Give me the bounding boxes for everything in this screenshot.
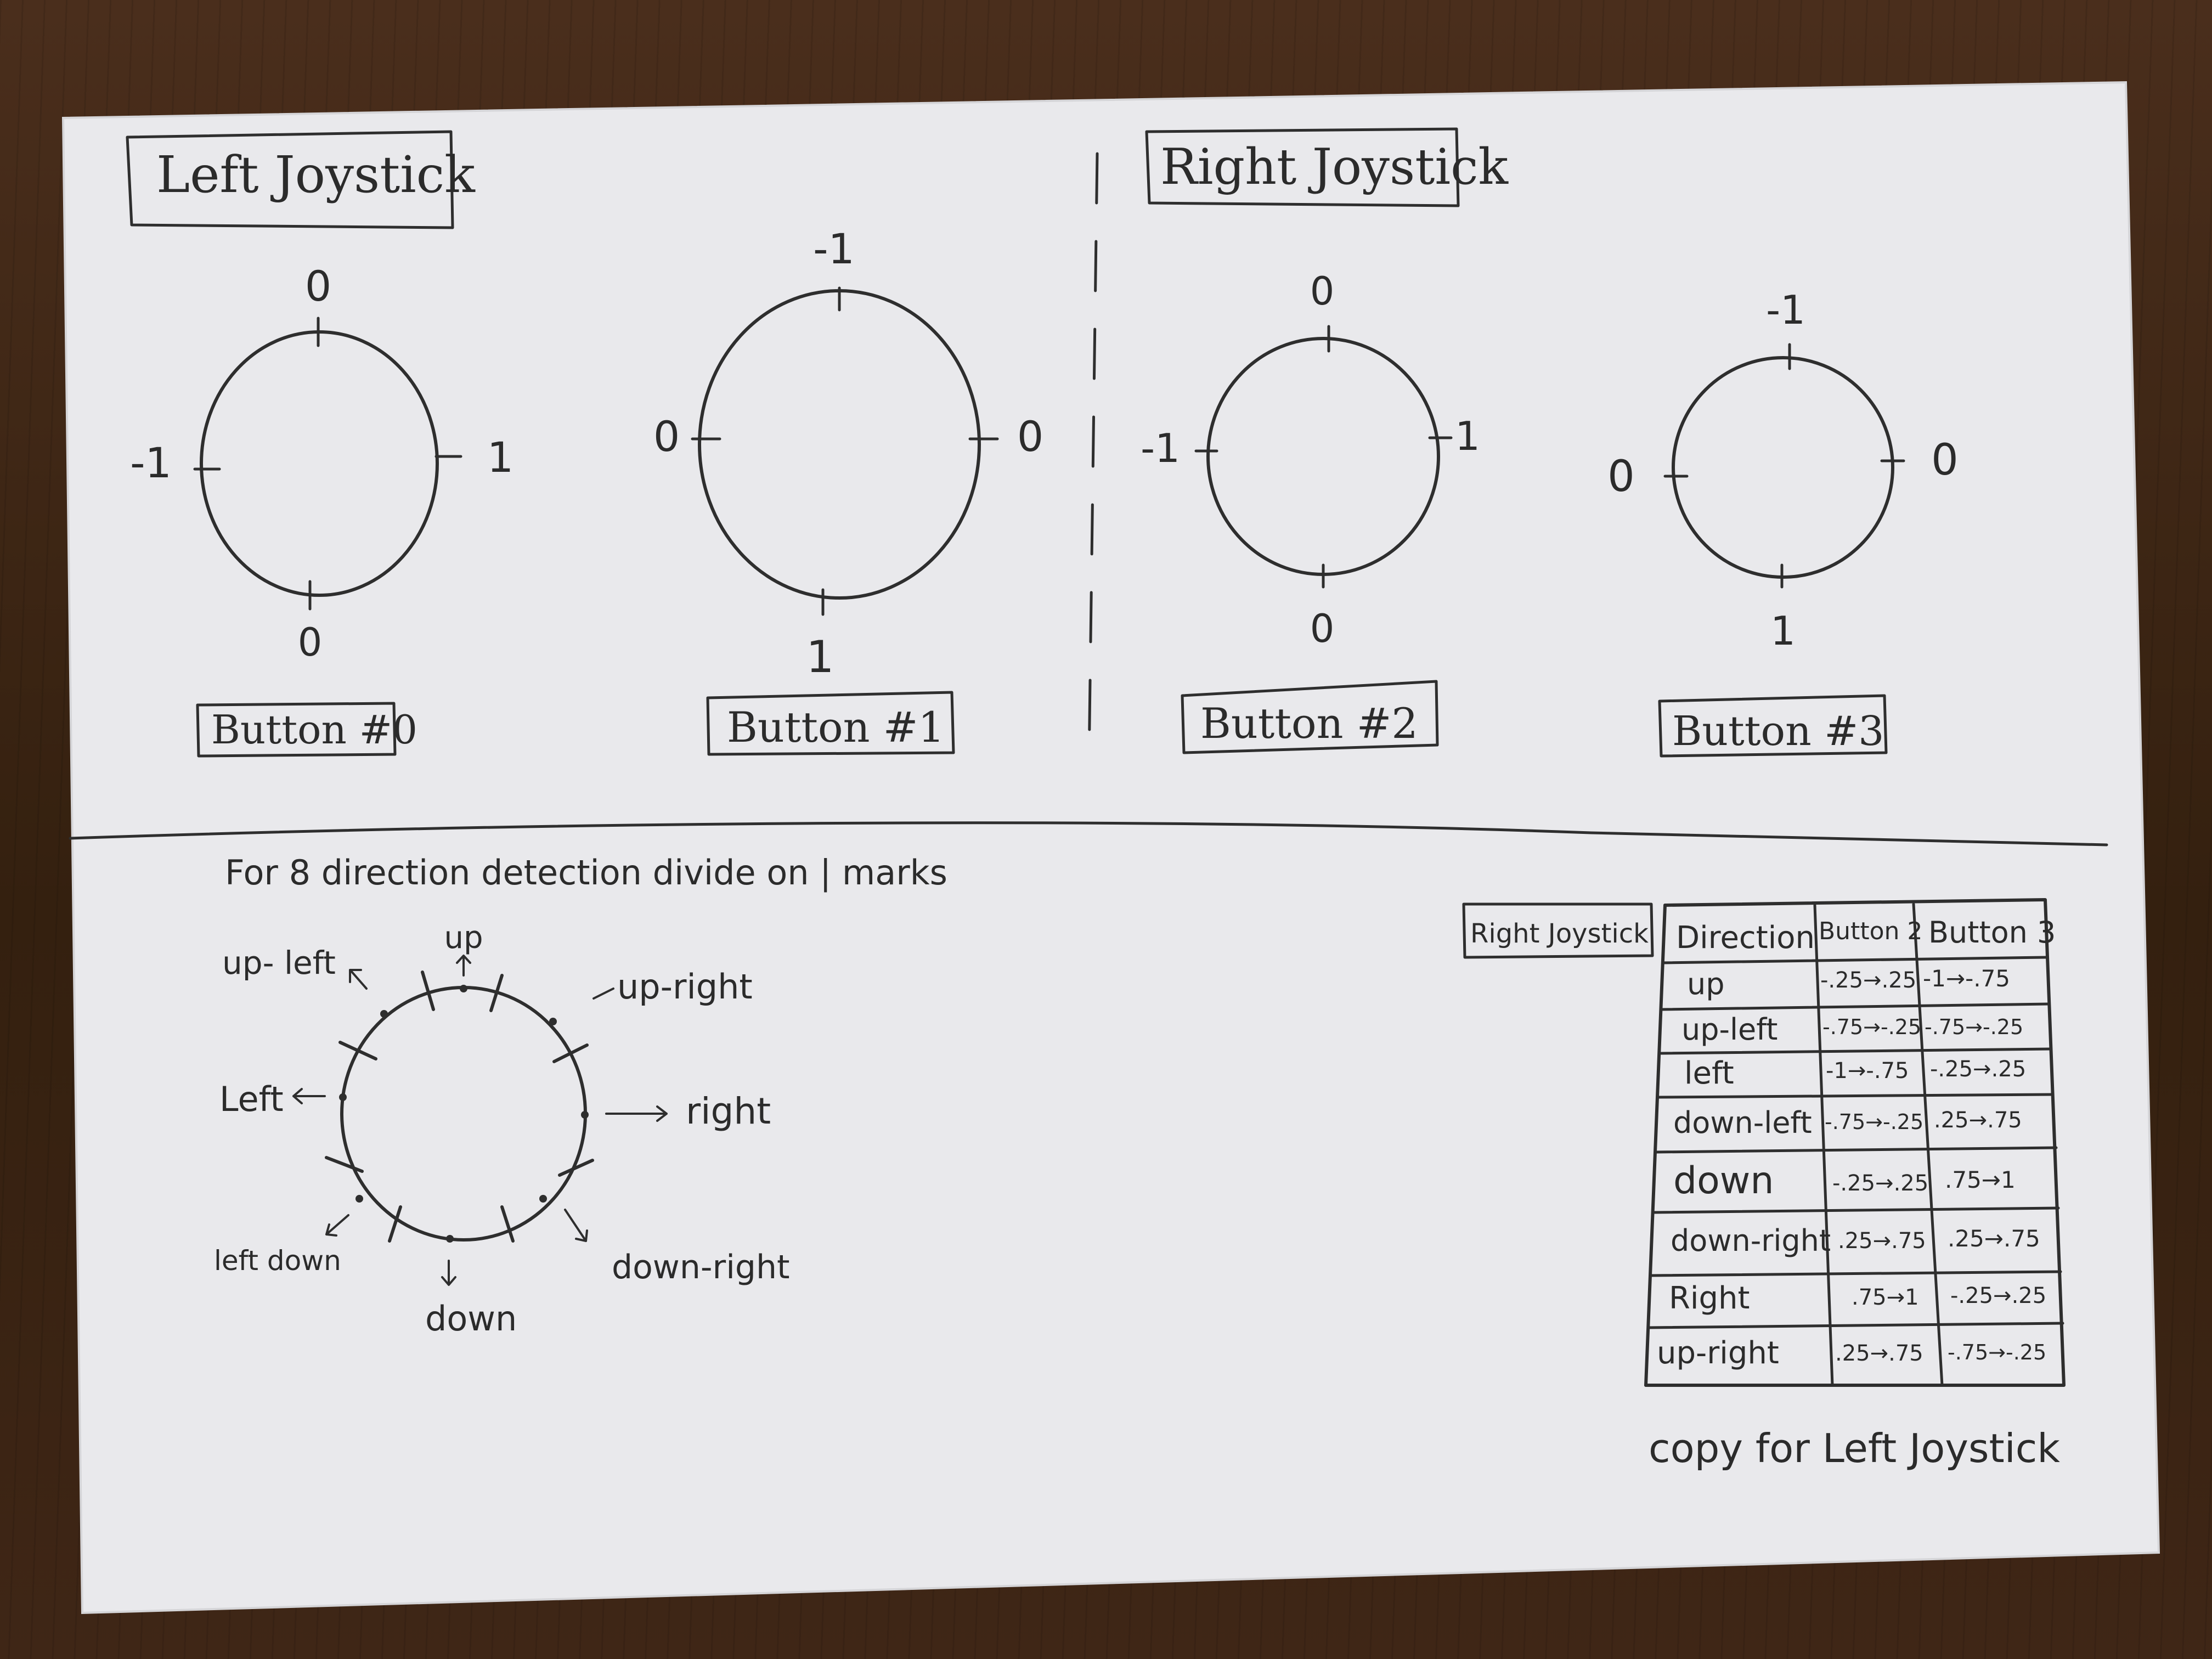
right-joystick-title-text: Right Joystick [1160,138,1509,196]
table-row-3-button-3: .25→.75 [1934,1108,2022,1133]
table-row-5-button-2: .25→.75 [1838,1228,1926,1254]
table-row-1-button-3: -.75→-.25 [1925,1015,2023,1039]
table-row-7-button-2: .25→.75 [1835,1341,1923,1366]
table-row-3-button-2: -.75→-.25 [1825,1110,1923,1134]
table-row-7-button-3: -.75→-.25 [1948,1340,2046,1364]
table-row-0-button-2: -.25→.25 [1820,968,1916,993]
circle-3-left-label: 0 [1607,452,1635,501]
eight-direction-note: For 8 direction detection divide on | ma… [225,853,947,893]
circle-2-top-label: 0 [1310,269,1335,314]
table-side-label: Right Joystick [1470,918,1649,949]
table-row-1-button-2: -.75→-.25 [1822,1015,1921,1039]
circle-0-right-label: 1 [487,433,514,482]
section-separator-vertical [1087,152,1099,764]
circle-2-right-label: 1 [1455,413,1480,459]
circle-button-3: -1 1 0 0 Button #3 [1607,287,1959,758]
direction-up-right-label: up-right [617,967,753,1007]
left-joystick-title-text: Left Joystick [156,145,476,204]
table-row-0-button-3: -1→-.75 [1923,965,2010,992]
circle-2-left-label: -1 [1141,425,1180,471]
circle-0-left-label: -1 [130,438,172,487]
direction-left-down-label: left down [214,1245,341,1277]
table-row-6-button-3: -.25→.25 [1950,1283,2046,1308]
table-header-button-3: Button 3 [1928,915,2056,950]
table-row-2-button-2: -1→-.75 [1826,1058,1909,1084]
direction-down-right-label: down-right [612,1248,790,1286]
direction-up-label: up [444,920,483,956]
circle-1-left-label: 0 [653,412,680,461]
direction-table: Right Joystick Direction Button 2 Button… [1462,898,2066,1471]
left-joystick-title: Left Joystick [126,130,476,229]
circle-0-button-label: Button #0 [211,707,417,753]
table-row-4-direction: down [1673,1159,1774,1203]
table-row-1-direction: up-left [1681,1012,1778,1047]
circle-3-bottom-label: 1 [1770,608,1796,654]
table-row-2-button-3: -.25→.25 [1930,1057,2026,1082]
paper-background [61,81,2160,1615]
section-separator-horizontal [69,821,2108,847]
table-row-6-button-2: .75→1 [1852,1285,1919,1310]
table-row-7-direction: up-right [1657,1335,1779,1371]
circle-1-right-label: 0 [1017,412,1043,461]
table-row-2-direction: left [1684,1056,1734,1091]
circle-1-bottom-label: 1 [806,631,834,682]
circle-3-top-label: -1 [1766,287,1805,333]
table-footer-note: copy for Left Joystick [1649,1425,2060,1471]
circle-1-button-label: Button #1 [727,703,945,752]
circle-2-button-label: Button #2 [1200,699,1418,748]
table-header-button-2: Button 2 [1819,917,1922,945]
circle-button-1: -1 1 0 0 Button #1 [653,224,1043,756]
table-header-direction: Direction [1676,920,1815,956]
table-row-4-button-3: .75→1 [1945,1166,2016,1193]
circle-2-bottom-label: 0 [1310,606,1335,651]
direction-right-label: right [686,1090,771,1132]
direction-up-left-label: up- left [222,944,336,981]
circle-button-0: 0 0 -1 1 Button #0 [130,262,514,758]
right-joystick-title: Right Joystick [1145,127,1509,207]
table-row-0-direction: up [1687,967,1725,1001]
circle-3-button-label: Button #3 [1672,708,1884,755]
circle-button-2: 0 0 -1 1 Button #2 [1141,269,1480,754]
table-row-5-button-3: .25→.75 [1948,1225,2040,1252]
eight-direction-diagram: up up- left up-right Left right left dow… [214,920,790,1339]
table-row-6-direction: Right [1669,1280,1750,1316]
table-row-5-direction: down-right [1671,1223,1831,1258]
table-row-4-button-2: -.25→.25 [1832,1171,1928,1196]
circle-1-top-label: -1 [813,224,855,273]
direction-down-label: down [425,1299,517,1339]
table-row-3-direction: down-left [1673,1105,1812,1140]
circle-0-top-label: 0 [305,262,331,311]
circle-3-right-label: 0 [1931,436,1959,485]
direction-left-label: Left [219,1079,284,1119]
circle-0-bottom-label: 0 [298,620,323,665]
